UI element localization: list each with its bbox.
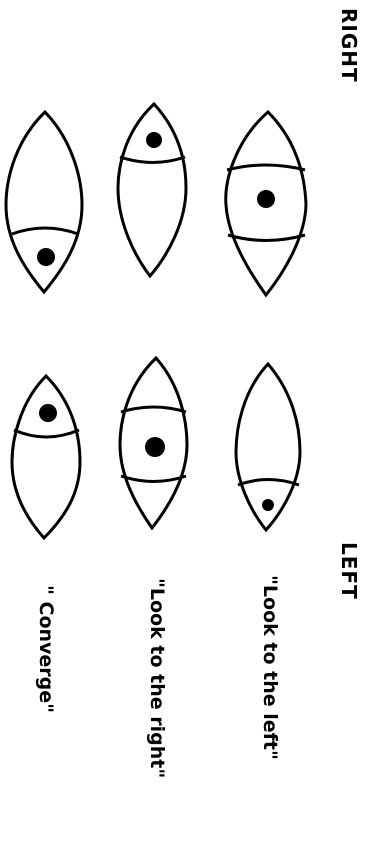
caption-converge: " Converge" [35,585,57,713]
pupil-icon [39,404,57,422]
eye-look-left-right [226,112,306,295]
caption-look-left: "Look to the left" [259,575,281,760]
pupil-icon [257,190,275,208]
pupil-icon [145,437,165,457]
left-side-label: LEFT [337,542,361,600]
eye-look-right-right [118,104,186,276]
eye-look-right-left [120,358,187,528]
pupil-icon [262,499,274,511]
eye-converge-left [12,376,80,538]
right-side-label: RIGHT [337,8,361,83]
caption-look-right: "Look to the right" [146,578,168,778]
pupil-icon [37,248,55,266]
pupil-icon [146,132,162,148]
eye-converge-right [6,112,82,292]
eye-look-left-left [236,364,300,530]
